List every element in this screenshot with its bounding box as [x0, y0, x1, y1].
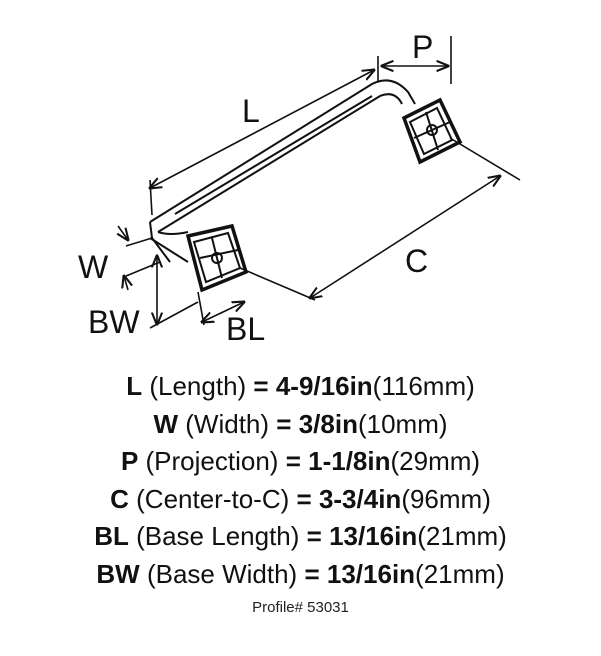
spec-row-center: C (Center-to-C) = 3-3/4in(96mm) [0, 481, 601, 519]
spec-equals: = [276, 408, 292, 439]
label-BL: BL [226, 311, 265, 347]
spec-metric: (116mm) [372, 371, 475, 401]
spec-code: P [120, 446, 139, 476]
spec-equals: = [285, 446, 301, 476]
spec-metric: (96mm) [401, 483, 491, 514]
label-BW: BW [88, 304, 140, 340]
spec-imperial: 13/16in [326, 558, 416, 589]
spec-row-base-length: BL (Base Length) = 13/16in(21mm) [0, 518, 601, 556]
spec-code: W [153, 408, 179, 439]
spec-row-width: W (Width) = 3/8in(10mm) [0, 406, 601, 444]
spec-metric: (21mm) [415, 558, 505, 589]
label-P: P [412, 29, 433, 65]
dimension-lines [118, 36, 521, 329]
spec-code: C [110, 483, 129, 514]
profile-number: Profile# 53031 [252, 599, 349, 616]
label-C: C [405, 243, 428, 279]
spec-code: L [126, 371, 143, 401]
label-W: W [78, 249, 109, 285]
spec-list: L (Length) = 4-9/16in(116mm) W (Width) =… [0, 368, 601, 616]
spec-name: (Width) [185, 408, 270, 439]
spec-equals: = [296, 483, 312, 514]
spec-name: (Length) [149, 371, 247, 401]
spec-code: BL [94, 521, 129, 551]
spec-imperial: 3/8in [298, 408, 358, 439]
label-L: L [242, 93, 260, 129]
spec-name: (Base Length) [136, 521, 300, 551]
spec-row-base-width: BW (Base Width) = 13/16in(21mm) [0, 556, 601, 594]
spec-metric: (29mm) [390, 446, 481, 476]
spec-imperial: 3-3/4in [318, 483, 402, 514]
spec-imperial: 13/16in [329, 521, 418, 551]
spec-name: (Center-to-C) [136, 483, 290, 514]
spec-metric: (21mm) [417, 521, 507, 551]
spec-row-length: L (Length) = 4-9/16in(116mm) [0, 368, 601, 406]
spec-row-projection: P (Projection) = 1-1/8in(29mm) [0, 443, 601, 481]
spec-imperial: 4-9/16in [275, 371, 373, 401]
spec-equals: = [306, 521, 322, 551]
spec-metric: (10mm) [357, 408, 448, 439]
spec-name: (Projection) [145, 446, 279, 476]
spec-equals: = [304, 558, 320, 589]
spec-name: (Base Width) [146, 558, 298, 589]
spec-imperial: 1-1/8in [308, 446, 391, 476]
spec-equals: = [253, 371, 269, 401]
spec-code: BW [96, 558, 140, 589]
handle-dimension-drawing: L P C W BW BL [78, 29, 521, 347]
